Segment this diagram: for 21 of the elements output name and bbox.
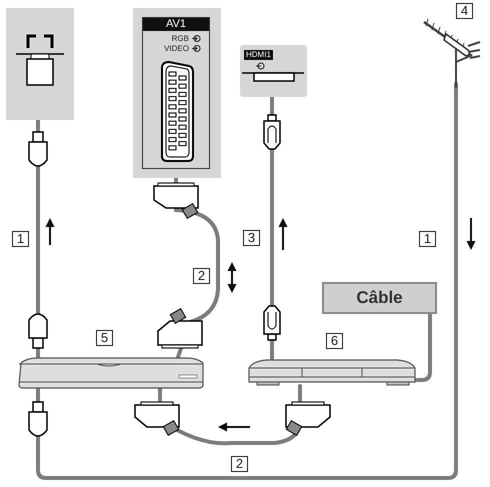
socket-panel — [6, 8, 74, 120]
edge-label: 2 — [231, 456, 248, 472]
cable-line — [415, 312, 432, 382]
set-top-box-drawing — [247, 358, 417, 386]
source-box — [322, 282, 437, 314]
input-panel — [240, 45, 307, 97]
box-label: Câble — [355, 287, 404, 309]
port-label: VIDEO — [164, 44, 189, 53]
port-label: RGB — [172, 34, 189, 43]
callout-number: 6 — [326, 333, 343, 349]
recorder-drawing — [17, 357, 205, 389]
edge-label: 1 — [12, 231, 29, 247]
callout-number: 5 — [96, 330, 113, 346]
input-panel — [133, 8, 221, 178]
edge-label: 1 — [419, 231, 436, 247]
callout-number: 4 — [456, 3, 473, 19]
edge-label: 2 — [193, 268, 210, 284]
panel-heading: AV1 — [143, 18, 209, 31]
cable-line — [36, 118, 40, 359]
edge-label: 3 — [243, 230, 260, 246]
port-label: HDMI1 — [244, 50, 273, 60]
